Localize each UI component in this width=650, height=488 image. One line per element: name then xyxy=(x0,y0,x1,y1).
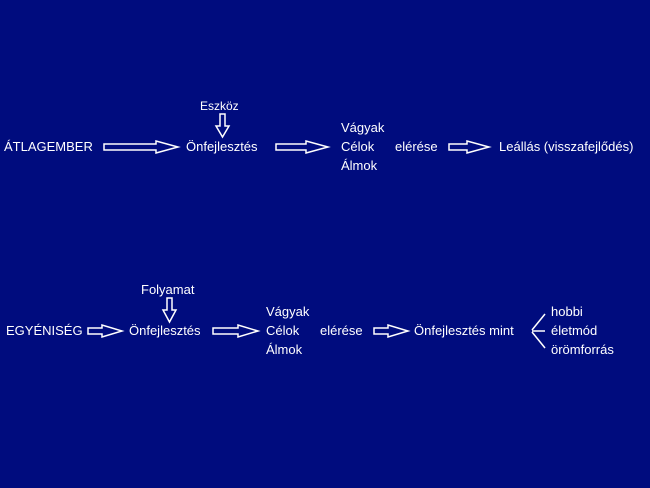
vagyak-label-1: Vágyak xyxy=(341,120,385,135)
arrow-onfejlesztes-to-celok-1 xyxy=(275,140,331,154)
vagyak-label-2: Vágyak xyxy=(266,304,310,319)
atlagember-label: ÁTLAGEMBER xyxy=(4,139,93,154)
onfejlesztes-label-1: Önfejlesztés xyxy=(186,139,258,154)
onfejlesztes-label-2: Önfejlesztés xyxy=(129,323,201,338)
arrow-elerese-to-leallas xyxy=(448,140,492,154)
branch-line-oromforras xyxy=(531,331,546,349)
hobbi-label: hobbi xyxy=(551,304,583,319)
arrow-folyamat-down xyxy=(161,297,178,324)
elerese-label-2: elérése xyxy=(320,323,363,338)
elerese-label-1: elérése xyxy=(395,139,438,154)
celok-label-2: Célok xyxy=(266,323,300,338)
oromforras-label: örömforrás xyxy=(551,342,614,357)
arrow-onfejlesztes-to-celok-2 xyxy=(212,323,261,339)
arrow-atlagember-to-onfejlesztes xyxy=(103,140,181,154)
branch-line-hobbi xyxy=(531,313,546,331)
eszkoz-label: Eszköz xyxy=(200,99,239,113)
arrow-elerese-to-onfejlesztes-mint xyxy=(373,323,411,339)
almok-label-2: Álmok xyxy=(266,342,303,357)
almok-label-1: Álmok xyxy=(341,158,378,173)
folyamat-label: Folyamat xyxy=(141,282,195,297)
onfejlesztes-mint-label: Önfejlesztés mint xyxy=(414,323,514,338)
arrow-egyeniseg-to-onfejlesztes xyxy=(87,323,125,339)
celok-label-1: Célok xyxy=(341,139,375,154)
egyeniseg-label: EGYÉNISÉG xyxy=(6,323,83,338)
arrow-eszkoz-down xyxy=(214,113,231,139)
eletmod-label: életmód xyxy=(551,323,598,338)
leallas-label: Leállás (visszafejlődés) xyxy=(499,139,634,154)
